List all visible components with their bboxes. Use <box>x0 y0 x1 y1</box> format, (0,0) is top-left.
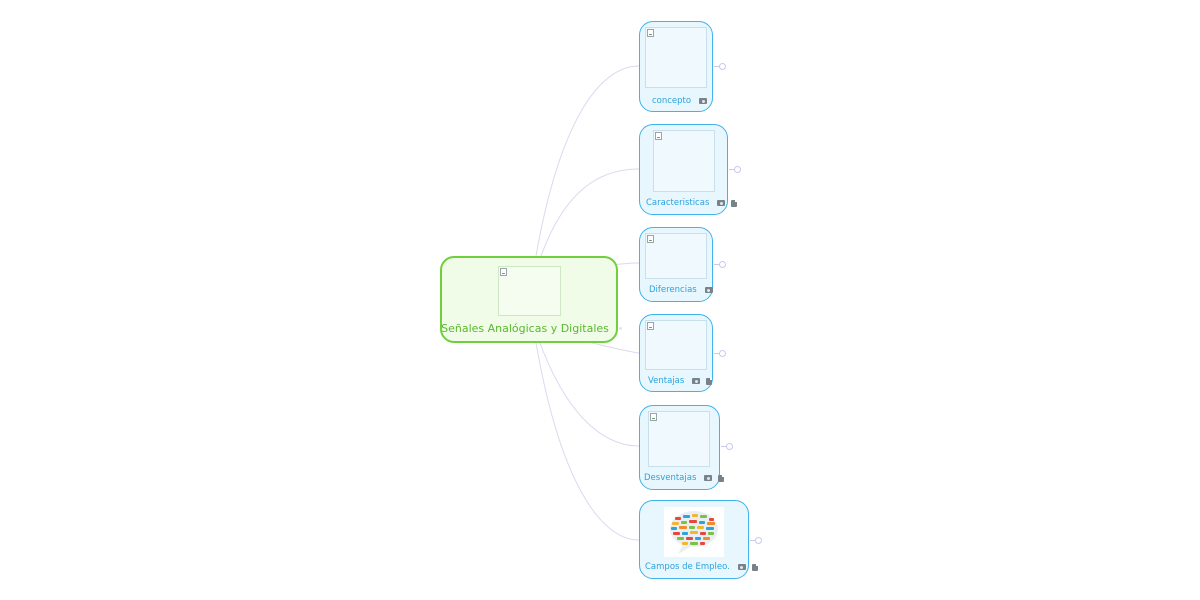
connector-caracteristicas <box>540 168 640 257</box>
topic-label: Ventajas <box>648 376 685 386</box>
central-topic-node[interactable]: Señales Analógicas y Digitales <box>440 256 623 343</box>
topic-image <box>653 130 715 192</box>
topic-image <box>645 27 707 88</box>
topic-image <box>645 233 707 279</box>
note-icon[interactable] <box>718 474 725 482</box>
broken-image-icon <box>647 235 654 243</box>
topic-label-row: Diferencias <box>649 285 713 295</box>
topic-image <box>648 411 710 467</box>
topic-label: Campos de Empleo. <box>645 562 730 572</box>
topic-node-ventajas[interactable]: Ventajas <box>639 314 713 392</box>
topic-label: Caracteristicas <box>646 198 710 208</box>
camera-icon[interactable] <box>704 287 713 293</box>
collapse-toggle-concepto[interactable] <box>714 63 726 70</box>
camera-icon[interactable] <box>704 475 713 481</box>
connector-desventajas <box>539 342 640 447</box>
collapse-toggle-diferencias[interactable] <box>714 261 726 268</box>
topic-node-diferencias[interactable]: Diferencias <box>639 227 713 302</box>
collapse-toggle-desventajas[interactable] <box>721 443 733 450</box>
central-topic-label-row: Señales Analógicas y Digitales <box>441 322 623 335</box>
topic-image <box>645 320 707 370</box>
broken-image-icon <box>647 29 654 37</box>
broken-image-icon <box>500 268 507 276</box>
camera-icon[interactable] <box>692 378 701 384</box>
topic-label-row: Caracteristicas <box>646 198 738 208</box>
topic-label: concepto <box>652 96 692 106</box>
broken-image-icon <box>650 413 657 421</box>
note-icon[interactable] <box>751 563 758 571</box>
central-topic-image <box>498 266 561 316</box>
collapse-toggle-campos-de-empleo[interactable] <box>750 537 762 544</box>
camera-icon[interactable] <box>717 200 726 206</box>
speech-bubble-image <box>664 507 724 557</box>
camera-icon[interactable] <box>737 564 746 570</box>
topic-label: Diferencias <box>649 285 697 295</box>
collapse-toggle-ventajas[interactable] <box>714 350 726 357</box>
note-icon[interactable] <box>706 377 713 385</box>
central-topic-label: Señales Analógicas y Digitales <box>441 322 609 335</box>
connector-ventajas <box>591 342 640 354</box>
broken-image-icon <box>647 322 654 330</box>
camera-icon[interactable] <box>699 98 708 104</box>
topic-node-desventajas[interactable]: Desventajas <box>639 405 725 490</box>
collapse-toggle-caracteristicas[interactable] <box>729 166 741 173</box>
topic-label-row: Campos de Empleo. <box>645 562 758 572</box>
topic-node-campos-de-empleo[interactable]: Campos de Empleo. <box>639 500 758 579</box>
topic-label-row: concepto <box>652 96 708 106</box>
topic-label: Desventajas <box>644 473 697 483</box>
broken-image-icon <box>655 132 662 140</box>
topic-node-caracteristicas[interactable]: Caracteristicas <box>639 124 738 215</box>
note-icon[interactable] <box>731 199 738 207</box>
connector-campos <box>535 342 640 541</box>
connector-concepto <box>535 65 640 257</box>
topic-node-concepto[interactable]: concepto <box>639 21 713 112</box>
topic-label-row: Desventajas <box>644 473 725 483</box>
topic-label-row: Ventajas <box>648 376 713 386</box>
